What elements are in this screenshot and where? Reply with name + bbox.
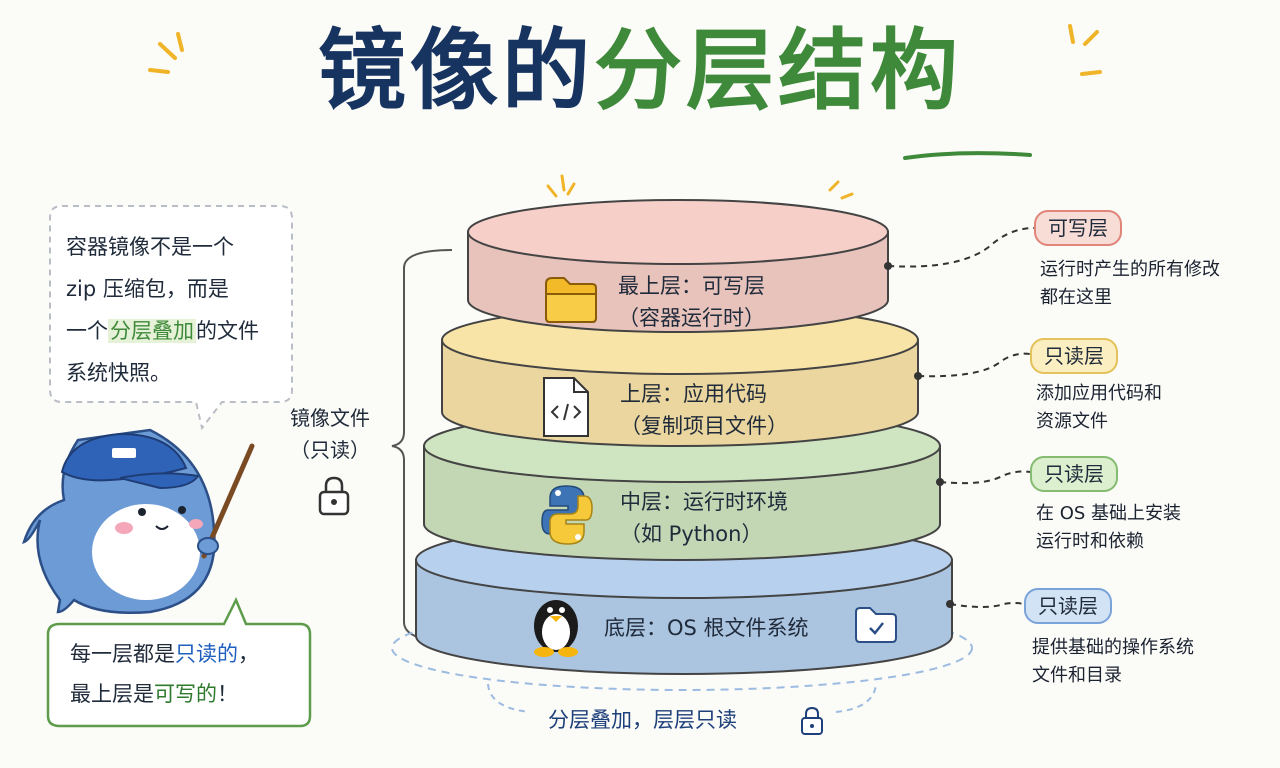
footer-caption: 分层叠加，层层只读 (548, 708, 737, 732)
stack-base-shadow (391, 605, 973, 691)
footer-brace (487, 683, 877, 713)
connector-2 (917, 352, 1031, 378)
connector-dots (884, 262, 954, 608)
title-part1: 镜像的 (317, 19, 594, 122)
python-icon (541, 485, 593, 545)
layer-bottom-line-1: 底层：OS 根文件系统 (604, 616, 809, 640)
side-note-3: 只读层 (1030, 456, 1118, 492)
intro-bubble (49, 205, 293, 431)
footer-lock-icon (801, 706, 823, 735)
intro-text: 容器镜像不是一个 zip 压缩包，而是 一个分层叠加的文件 系统快照。 (66, 226, 286, 394)
bottom-note-line-2-post: ！ (217, 682, 238, 706)
title-underline (903, 151, 1032, 160)
intro-line-3-pre: 一个 (66, 319, 108, 343)
connector-3 (939, 470, 1031, 485)
bottom-note-keyword-writable: 可写的 (154, 682, 217, 706)
side-note-1-tag: 可写层 (1034, 210, 1122, 246)
image-bracket (391, 249, 453, 641)
bottom-note-bubble (46, 596, 312, 728)
bottom-note-line-1: 每一层都是只读的， (70, 634, 300, 674)
side-note-2-tag: 只读层 (1030, 338, 1118, 374)
side-note-4-desc: 提供基础的操作系统 文件和目录 (1032, 634, 1194, 690)
side-note-4-desc-1: 提供基础的操作系统 (1032, 637, 1194, 658)
side-note-2: 只读层 (1030, 338, 1118, 374)
layer-top-line-2: （容器运行时） (618, 306, 765, 330)
side-note-1: 可写层 (1034, 210, 1122, 246)
title-part2: 分层结构 (594, 19, 963, 122)
side-note-1-desc: 运行时产生的所有修改 都在这里 (1040, 256, 1220, 312)
side-note-1-desc-1: 运行时产生的所有修改 (1040, 259, 1220, 280)
lock-icon (318, 476, 350, 516)
intro-line-4: 系统快照。 (66, 361, 171, 385)
image-files-line-1: 镜像文件 (290, 406, 370, 430)
intro-line-3: 一个分层叠加的文件 (66, 310, 286, 352)
side-note-3-desc-1: 在 OS 基础上安装 (1036, 503, 1182, 524)
layer-middle-text: 中层：运行时环境 （如 Python） (620, 486, 850, 550)
connectors (887, 227, 1035, 608)
side-note-4-desc-2: 文件和目录 (1032, 665, 1122, 686)
bottom-note-line-1-pre: 每一层都是 (70, 642, 175, 666)
intro-line-3-post: 的文件 (196, 319, 259, 343)
page-title: 镜像的分层结构 (0, 18, 1280, 124)
code-file-icon (543, 377, 589, 437)
layer-stack (415, 199, 953, 675)
bottom-note-line-1-post: ， (238, 642, 259, 666)
stack-sparkles (546, 174, 854, 200)
side-note-4: 只读层 (1024, 588, 1112, 624)
side-note-3-tag: 只读层 (1030, 456, 1118, 492)
linux-penguin-icon (534, 600, 578, 657)
layer-middle-line-2: （如 Python） (620, 522, 763, 546)
layer-upper-line-2: （复制项目文件） (620, 414, 788, 438)
layer-bottom-text: 底层：OS 根文件系统 (604, 612, 864, 644)
side-note-1-desc-2: 都在这里 (1040, 287, 1112, 308)
layer-top-line-1: 最上层：可写层 (618, 274, 765, 298)
intro-line-2: zip 压缩包，而是 (66, 277, 229, 301)
bottom-note-text: 每一层都是只读的， 最上层是可写的！ (70, 634, 300, 714)
side-note-3-desc: 在 OS 基础上安装 运行时和依赖 (1036, 500, 1181, 556)
image-files-label: 镜像文件 （只读） (282, 402, 378, 466)
side-note-3-desc-2: 运行时和依赖 (1036, 531, 1144, 552)
connector-4 (949, 602, 1025, 608)
whale-mascot-icon (22, 428, 255, 615)
bottom-note-line-2-pre: 最上层是 (70, 682, 154, 706)
bottom-note-keyword-readonly: 只读的 (175, 642, 238, 666)
folder-icon (545, 277, 597, 323)
side-note-2-desc-2: 资源文件 (1036, 411, 1108, 432)
side-note-2-desc: 添加应用代码和 资源文件 (1036, 380, 1162, 436)
connector-1 (887, 227, 1035, 268)
layer-upper-line-1: 上层：应用代码 (620, 382, 767, 406)
folder-check-icon (855, 607, 897, 643)
layer-upper-text: 上层：应用代码 （复制项目文件） (620, 378, 840, 442)
layer-top-text: 最上层：可写层 （容器运行时） (618, 270, 818, 334)
title-sparkle-left (148, 32, 184, 74)
intro-line-1: 容器镜像不是一个 (66, 235, 234, 259)
bottom-note-line-2: 最上层是可写的！ (70, 674, 300, 714)
title-sparkle-right (1068, 24, 1102, 76)
intro-keyword: 分层叠加 (108, 319, 196, 343)
layer-middle-line-1: 中层：运行时环境 (620, 490, 788, 514)
side-note-2-desc-1: 添加应用代码和 (1036, 383, 1162, 404)
image-files-line-2: （只读） (290, 438, 370, 462)
side-note-4-tag: 只读层 (1024, 588, 1112, 624)
